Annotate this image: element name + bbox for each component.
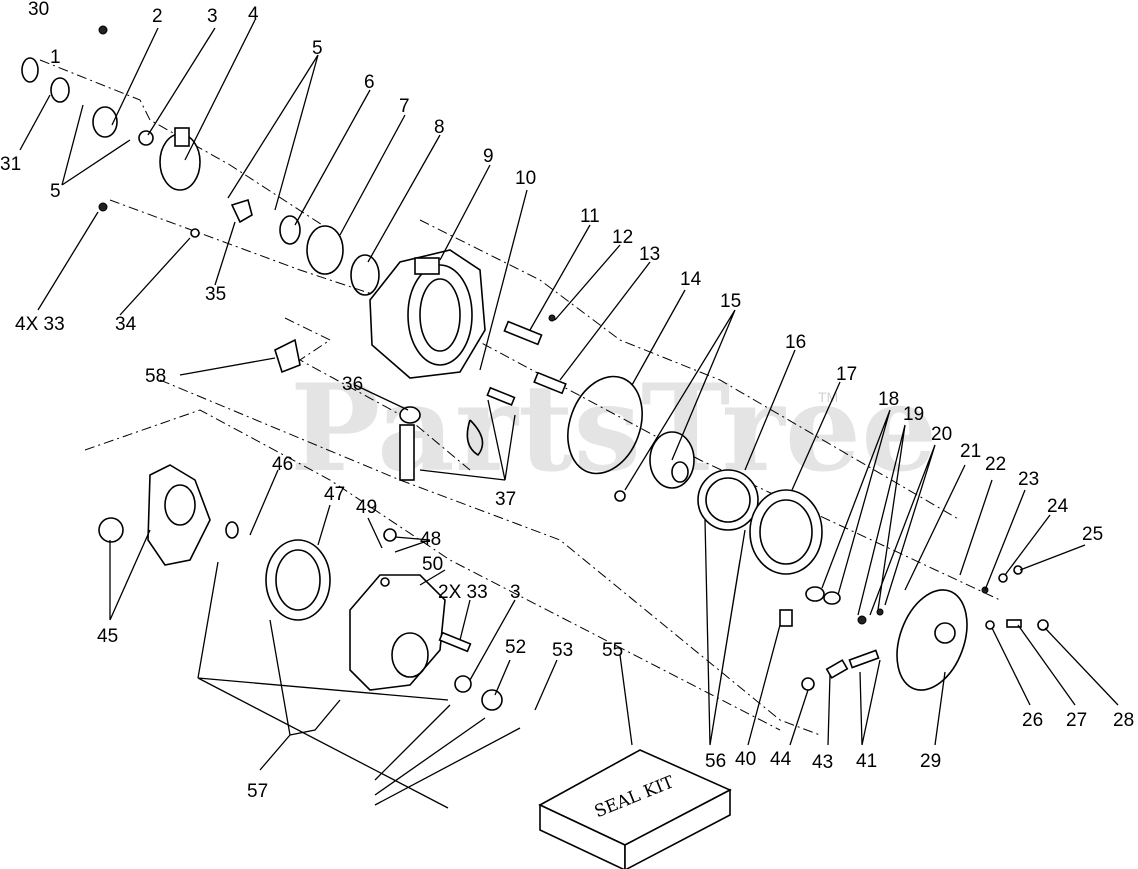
callout-29: 29 (920, 751, 941, 772)
callout-10: 10 (515, 168, 536, 189)
watermark-trademark: TM (818, 389, 838, 405)
drum-17 (749, 489, 823, 575)
impeller-2 (92, 106, 118, 138)
callout-3-top: 3 (207, 6, 218, 27)
callout-19: 19 (903, 404, 924, 425)
washer-30 (21, 57, 39, 83)
callout-24: 24 (1047, 496, 1069, 517)
callout-23: 23 (1018, 469, 1039, 490)
callout-16: 16 (785, 332, 806, 353)
callout-5-left: 5 (50, 181, 61, 202)
clip-3 (138, 130, 154, 146)
callout-57: 57 (247, 781, 268, 802)
callout-2: 2 (152, 6, 163, 27)
callout-31: 31 (0, 154, 21, 175)
front-bracket-assembly (98, 464, 503, 711)
pump-port-4 (174, 127, 190, 147)
drum-16 (697, 469, 759, 531)
seal-31 (50, 77, 70, 103)
callout-9: 9 (483, 146, 494, 167)
callout-34: 34 (115, 314, 137, 335)
callout-41: 41 (856, 751, 877, 772)
callout-40: 40 (735, 749, 756, 770)
callout-13: 13 (639, 244, 660, 265)
callout-3-bottom: 3 (510, 582, 521, 603)
callout-58: 58 (145, 366, 166, 387)
callout-15: 15 (720, 291, 741, 312)
screw-1 (98, 25, 108, 35)
callout-48: 48 (420, 529, 441, 550)
callout-26: 26 (1022, 710, 1043, 731)
callout-28: 28 (1113, 710, 1134, 731)
pump-small-parts (21, 25, 380, 296)
callout-47: 47 (324, 484, 345, 505)
callout-25: 25 (1082, 524, 1103, 545)
callout-44: 44 (770, 749, 792, 770)
callout-2x-33: 2X 33 (438, 582, 488, 603)
bushing-34 (190, 228, 200, 238)
screw-33 (98, 202, 108, 212)
callout-46: 46 (272, 454, 293, 475)
callout-14: 14 (680, 269, 702, 290)
callout-55: 55 (602, 640, 623, 661)
plate-7 (306, 225, 344, 275)
callout-12: 12 (612, 227, 633, 248)
callout-18: 18 (878, 389, 899, 410)
callout-1: 1 (50, 47, 61, 68)
callout-52: 52 (505, 637, 526, 658)
callout-22: 22 (985, 454, 1006, 475)
callout-50: 50 (422, 554, 443, 575)
o-ring-6 (279, 215, 301, 245)
callout-labels: 30 1 2 3 4 5 6 7 8 9 10 11 12 13 14 15 1… (0, 0, 1134, 802)
callout-8: 8 (434, 117, 445, 138)
callout-4x-33: 4X 33 (15, 314, 65, 335)
callout-11: 11 (580, 206, 600, 227)
rotor-35 (230, 198, 253, 224)
callout-20: 20 (931, 424, 952, 445)
callout-35: 35 (205, 284, 226, 305)
callout-6: 6 (364, 72, 375, 93)
callout-21: 21 (960, 441, 981, 462)
callout-17: 17 (836, 364, 857, 385)
callout-45: 45 (97, 626, 118, 647)
callout-36: 36 (342, 374, 363, 395)
callout-37: 37 (495, 489, 516, 510)
seal-kit-box: SEAL KIT (538, 749, 732, 869)
end-cover-assembly (779, 565, 1049, 691)
callout-53: 53 (552, 640, 573, 661)
gasket-8 (350, 254, 380, 296)
callout-27: 27 (1066, 710, 1087, 731)
cover-plate-50 (349, 574, 446, 691)
callout-49: 49 (356, 497, 377, 518)
callout-30: 30 (28, 0, 49, 20)
callout-7: 7 (399, 96, 410, 117)
watermark: PartsTree (290, 358, 937, 499)
linkage-parts (274, 338, 484, 481)
callout-5-top: 5 (312, 38, 323, 59)
snap-ring-14 (567, 375, 643, 475)
end-cover-plate (896, 589, 968, 691)
callout-leaders (19, 19, 1119, 809)
main-housing-9 (369, 249, 486, 379)
callout-4-top: 4 (248, 4, 259, 25)
shafts-11-13 (486, 314, 567, 406)
callout-43: 43 (812, 752, 833, 773)
callout-56: 56 (705, 751, 726, 772)
